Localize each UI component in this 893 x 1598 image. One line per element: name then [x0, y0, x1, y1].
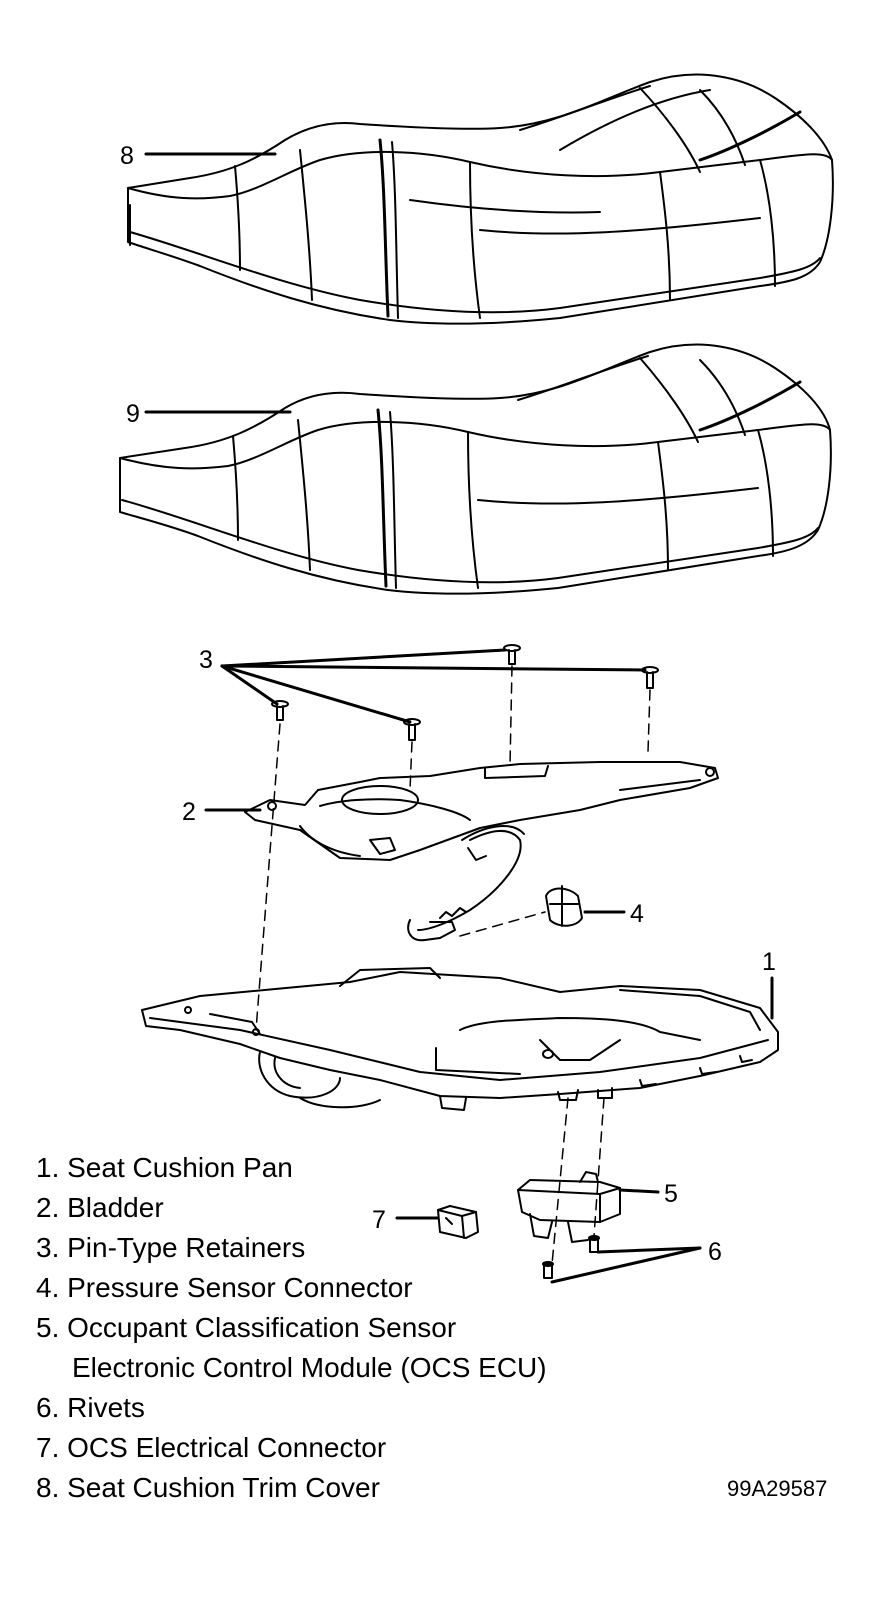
legend-item-7: 7. OCS Electrical Connector: [36, 1432, 387, 1463]
legend-item-5-continued: Electronic Control Module (OCS ECU): [72, 1352, 547, 1383]
seat-cushion-pad: [119, 343, 832, 595]
legend-item-2: 2. Bladder: [36, 1192, 164, 1223]
callout-1: 1: [762, 948, 776, 976]
seat-cushion-trim-cover: [127, 73, 834, 325]
callout-6: 6: [708, 1238, 722, 1266]
alignment-lines: [255, 665, 651, 1265]
parts-legend: 1. Seat Cushion Pan 2. Bladder 3. Pin-Ty…: [36, 1148, 547, 1508]
figure-id: 99A29587: [727, 1476, 828, 1501]
legend-item-8: 8. Seat Cushion Trim Cover: [36, 1472, 380, 1503]
callout-4: 4: [630, 900, 644, 928]
ocs-electrical-connector: [437, 1205, 479, 1239]
legend-item-3: 3. Pin-Type Retainers: [36, 1232, 306, 1263]
legend-item-5: 5. Occupant Classification Sensor: [36, 1312, 457, 1343]
pin-type-retainers: [271, 644, 659, 741]
seat-cushion-pan: [141, 967, 779, 1111]
callout-2: 2: [182, 798, 196, 826]
leader-lines: [144, 152, 774, 1284]
ocs-ecu: [517, 1171, 621, 1243]
legend-item-4: 4. Pressure Sensor Connector: [36, 1272, 413, 1303]
callout-7: 7: [372, 1206, 386, 1234]
pressure-sensor-connector: [545, 885, 583, 927]
callout-9: 9: [126, 400, 140, 428]
legend-item-1: 1. Seat Cushion Pan: [36, 1152, 293, 1183]
legend-item-6: 6. Rivets: [36, 1392, 145, 1423]
callout-3: 3: [199, 646, 213, 674]
callout-5: 5: [664, 1180, 678, 1208]
bladder: [244, 761, 719, 942]
callout-8: 8: [120, 142, 134, 170]
